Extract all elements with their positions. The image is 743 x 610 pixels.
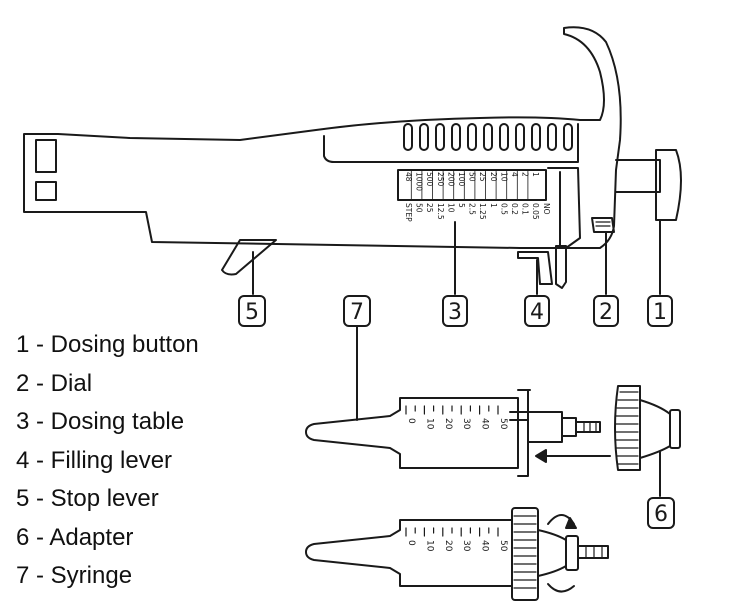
scale-label: 40 xyxy=(480,418,490,430)
callout-3-label: 3 xyxy=(448,300,462,325)
scale-label: 0 xyxy=(406,418,416,424)
callout-2: 2 xyxy=(593,295,619,327)
dosing-step: 0.5 xyxy=(499,203,508,215)
dosing-step: 50 xyxy=(415,203,424,213)
callout-6: 6 xyxy=(647,497,675,529)
scale-label: 50 xyxy=(498,540,508,552)
syringe-top: 0 10 20 30 40 50 xyxy=(305,389,601,477)
dosing-volume: 200 xyxy=(446,172,455,187)
parts-legend: 1 - Dosing button 2 - Dial 3 - Dosing ta… xyxy=(16,328,199,598)
dispenser-body xyxy=(23,26,622,249)
dosing-step: 1 xyxy=(489,203,498,208)
dosing-step: 12.5 xyxy=(436,203,445,220)
filling-lever xyxy=(517,245,567,289)
legend-item-dial: 2 - Dial xyxy=(16,369,93,397)
dial xyxy=(591,217,615,233)
dosing-step: 5 xyxy=(457,203,466,208)
dosing-button xyxy=(615,149,682,221)
callout-7: 7 xyxy=(343,295,371,327)
dosing-table-columns: 1 0.05 2 0.1 4 0.2 10 0.5 20 1 25 1.25 50 2.5 100 5 200 1… xyxy=(404,169,551,222)
dosing-table: 1 0.05 2 0.1 4 0.2 10 0.5 20 1 25 1.25 50 2.5 100 5 200 1… xyxy=(397,169,551,222)
grip-ridges xyxy=(403,123,573,151)
dosing-volume: 25 xyxy=(478,172,487,182)
stop-lever xyxy=(221,239,277,276)
dosing-volume: 100 xyxy=(457,172,466,187)
legend-item-adapter: 6 - Adapter xyxy=(16,523,134,551)
legend-item-dosing-table: 3 - Dosing table xyxy=(16,408,185,435)
dosing-step: 1.25 xyxy=(478,203,487,220)
scale-label: 0 xyxy=(406,540,416,546)
scale-label: 40 xyxy=(480,540,490,552)
dosing-volume: 20 xyxy=(489,172,498,182)
dosing-volume: 4 xyxy=(510,172,519,177)
callout-2-label: 2 xyxy=(599,300,613,325)
dosing-volume: 2 xyxy=(521,172,530,177)
callout-4-label: 4 xyxy=(530,300,544,325)
scale-label: 20 xyxy=(443,418,453,430)
dosing-step: 2.5 xyxy=(468,203,477,215)
dosing-volume: 50 xyxy=(468,172,477,182)
dosing-volume: 48 xyxy=(404,172,413,182)
callout-7-label: 7 xyxy=(350,300,364,325)
dosing-volume: 1000 xyxy=(415,172,424,191)
scale-label: 50 xyxy=(498,418,508,430)
dosing-step: STEP xyxy=(404,203,413,222)
callout-6-label: 6 xyxy=(654,502,668,527)
syringe-bottom: 0 10 20 30 40 50 xyxy=(305,507,609,601)
adapter xyxy=(614,385,681,471)
callout-1: 1 xyxy=(647,295,673,327)
legend-item-stop-lever: 5 - Stop lever xyxy=(16,485,159,512)
dosing-step: 0.1 xyxy=(521,203,530,215)
scale-label: 10 xyxy=(424,540,434,552)
legend-item-syringe: 7 - Syringe xyxy=(16,562,133,589)
dosing-step: 10 xyxy=(446,203,455,213)
callout-4: 4 xyxy=(524,295,550,327)
scale-label: 30 xyxy=(461,540,471,552)
dosing-volume: 250 xyxy=(436,172,445,187)
insert-arrow xyxy=(535,449,611,463)
callout-3: 3 xyxy=(442,295,468,327)
legend-item-dosing-button: 1 - Dosing button xyxy=(16,331,199,358)
syringe-top-ticks: 0 10 20 30 40 50 xyxy=(405,405,508,430)
syringe-bottom-ticks: 0 10 20 30 40 50 xyxy=(405,527,508,552)
dosing-table-header: NO xyxy=(542,203,551,215)
callout-leaders xyxy=(252,219,661,497)
callout-5: 5 xyxy=(238,295,266,327)
scale-label: 30 xyxy=(461,418,471,430)
scale-label: 20 xyxy=(443,540,453,552)
callout-1-label: 1 xyxy=(653,300,667,325)
dosing-step: 0.2 xyxy=(510,203,519,215)
legend-item-filling-lever: 4 - Filling lever xyxy=(16,446,173,474)
dosing-step: 25 xyxy=(425,203,434,213)
dosing-volume: 500 xyxy=(425,172,434,187)
dosing-step: 0.05 xyxy=(531,203,540,220)
dosing-volume: 1 xyxy=(531,172,540,177)
callout-5-label: 5 xyxy=(245,300,259,325)
dosing-volume: 10 xyxy=(499,172,508,182)
scale-label: 10 xyxy=(424,418,434,430)
